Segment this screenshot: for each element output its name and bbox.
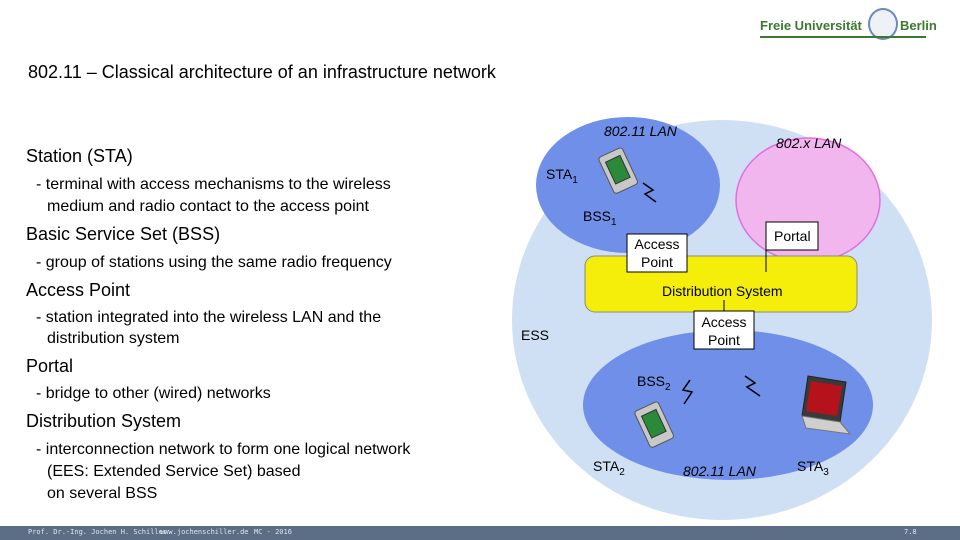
ap1-box — [626, 233, 688, 273]
term-distribution-system: Distribution System — [26, 411, 182, 431]
label-lan-bottom: 802.11 LAN — [683, 463, 756, 479]
footer-bar — [0, 526, 960, 540]
sta2-device-icon — [634, 401, 674, 448]
label-lan-x: 802.x LAN — [776, 135, 842, 151]
radio-link-sta2-icon — [681, 379, 694, 405]
label-sta1: STA1 — [546, 166, 578, 186]
page-title: 802.11 – Classical architecture of an in… — [28, 62, 496, 82]
university-seal-icon — [868, 8, 898, 40]
desc-portal-line1: - bridge to other (wired) networks — [36, 385, 271, 402]
footer-author: Prof. Dr.-Ing. Jochen H. Schiller — [28, 528, 168, 536]
sta3-laptop-icon — [801, 375, 852, 435]
term-portal: Portal — [26, 356, 74, 376]
ap2-box — [693, 310, 755, 350]
desc-station-line2: medium and radio contact to the access p… — [47, 198, 369, 215]
term-station: Station (STA) — [26, 146, 133, 166]
term-access-point: Access Point — [26, 280, 131, 300]
label-bss1: BSS1 — [583, 208, 617, 228]
logo-underline — [760, 36, 926, 38]
label-bss2: BSS2 — [637, 373, 671, 393]
desc-ds-line3: on several BSS — [47, 485, 158, 502]
label-portal: Portal — [774, 228, 811, 244]
label-sta3: STA3 — [797, 458, 829, 478]
desc-ds-line1: - interconnection network to form one lo… — [36, 441, 411, 458]
radio-link-sta1-icon — [642, 182, 657, 203]
label-ap1: Access Point — [634, 236, 680, 270]
label-sta2: STA2 — [593, 458, 625, 478]
desc-ap-line2: distribution system — [47, 330, 180, 347]
desc-bss-line1: - group of stations using the same radio… — [36, 254, 392, 271]
university-logo: Freie Universität Berlin — [758, 8, 937, 44]
logo-text-right: Berlin — [900, 18, 937, 33]
desc-station-line1: - terminal with access mechanisms to the… — [36, 176, 391, 193]
radio-link-sta3-icon — [744, 375, 761, 397]
footer-site: www.jochenschiller.de — [160, 528, 249, 536]
desc-ds-line2: (EES: Extended Service Set) based — [47, 463, 301, 480]
label-distribution-system: Distribution System — [662, 283, 783, 299]
label-lan-top: 802.11 LAN — [604, 123, 677, 139]
sta1-device-icon — [598, 147, 638, 194]
label-ess: ESS — [521, 327, 550, 343]
portal-box — [765, 221, 819, 251]
label-ap2: Access Point — [701, 314, 747, 348]
footer-page-number: 7.8 — [904, 528, 917, 536]
footer-course: MC - 2016 — [254, 528, 292, 536]
term-bss: Basic Service Set (BSS) — [26, 224, 221, 244]
desc-ap-line1: - station integrated into the wireless L… — [36, 309, 382, 326]
logo-text-left: Freie Universität — [760, 18, 862, 33]
